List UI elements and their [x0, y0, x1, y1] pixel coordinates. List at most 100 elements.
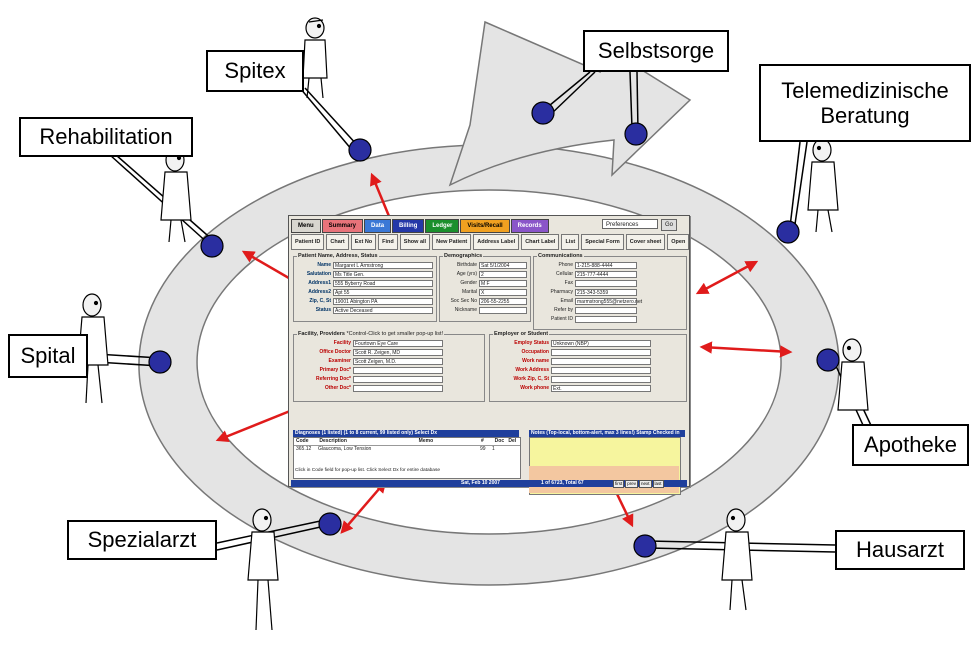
- preferences-select[interactable]: Preferences: [602, 219, 658, 229]
- demographics-section-title: Demographics: [443, 253, 484, 259]
- tab-visits-recall[interactable]: Visits/Recall: [460, 219, 510, 233]
- nav-next-button[interactable]: next: [639, 480, 652, 488]
- toolbar-cover-sheet-button[interactable]: Cover sheet: [625, 234, 666, 250]
- label-telemedizinische-beratung: Telemedizinische Beratung: [759, 64, 971, 142]
- field-input[interactable]: [353, 367, 443, 374]
- field-input[interactable]: Active Deceased: [333, 307, 433, 314]
- doctor-figure-hausarzt: [721, 508, 753, 611]
- toolbar-patient-id-button[interactable]: Patient ID: [291, 234, 325, 250]
- doctor-figure-telemed: [807, 138, 839, 233]
- tab-summary[interactable]: Summary: [321, 219, 364, 233]
- tab-ledger[interactable]: Ledger: [425, 219, 460, 233]
- status-date: Sat, Feb 10 2007: [461, 480, 500, 486]
- nav-prev-button[interactable]: prev: [625, 480, 639, 488]
- field-input[interactable]: Sat 5/1/2004: [479, 262, 527, 269]
- dx-num: 99: [480, 446, 486, 452]
- facility-title-text: Facility, Providers: [298, 331, 345, 337]
- node-rehabilitation: [200, 234, 224, 258]
- toolbar-chart-label-button[interactable]: Chart Label: [521, 234, 560, 250]
- field-label: Work Zip, C, St: [513, 376, 549, 382]
- field-label: Occupation: [521, 349, 549, 355]
- field-input[interactable]: M F: [479, 280, 527, 287]
- field-input[interactable]: 1-215-888-4444: [575, 262, 637, 269]
- doctor-figure-apotheke: [837, 338, 869, 411]
- field-label: Office Doctor: [319, 349, 351, 355]
- field-input[interactable]: 2: [479, 271, 527, 278]
- field-label: Name: [317, 262, 331, 268]
- field-label: Status: [315, 307, 331, 313]
- status-bar: Sat, Feb 10 2007 1 of 6723, Total 67 fir…: [291, 480, 687, 488]
- toolbar-special-form-button[interactable]: Special Form: [581, 234, 624, 250]
- nav-last-button[interactable]: last: [652, 480, 664, 488]
- label-rehabilitation: Rehabilitation: [19, 117, 193, 157]
- field-input[interactable]: X: [479, 289, 527, 296]
- field-input[interactable]: 215-777-4444: [575, 271, 637, 278]
- field-label: Work Address: [515, 367, 549, 373]
- tab-billing[interactable]: Billing: [392, 219, 425, 233]
- doctor-figure-spitex: [302, 17, 328, 99]
- toolbar-chart-button[interactable]: Chart: [326, 234, 349, 250]
- field-label: Cellular: [556, 271, 573, 277]
- field-input[interactable]: Fourtown Eye Care: [353, 340, 443, 347]
- nav-first-button[interactable]: first: [613, 480, 625, 488]
- field-label: Zip, C, St: [309, 298, 331, 304]
- field-input[interactable]: [353, 385, 443, 392]
- toolbar-list-button[interactable]: List: [561, 234, 580, 250]
- field-label: Referring Doc*: [315, 376, 351, 382]
- node-telemed: [776, 220, 800, 244]
- field-input[interactable]: [551, 349, 651, 356]
- field-input[interactable]: 555 Byberry Road: [333, 280, 433, 287]
- field-label: Refer by: [554, 307, 573, 313]
- field-input[interactable]: Apt 55: [333, 289, 433, 296]
- field-input[interactable]: Scott Zeigen, M.D.: [353, 358, 443, 365]
- field-label: Age (yrs): [456, 271, 477, 277]
- field-input[interactable]: [551, 367, 651, 374]
- field-input[interactable]: Ext.: [551, 385, 651, 392]
- field-input[interactable]: [575, 316, 637, 323]
- field-input[interactable]: 206-55-2255: [479, 298, 527, 305]
- field-input[interactable]: [551, 376, 651, 383]
- field-input[interactable]: 19001 Abington PA: [333, 298, 433, 305]
- tab-menu[interactable]: Menu: [291, 219, 321, 233]
- field-label: Fax: [564, 280, 573, 286]
- notes-local-area[interactable]: [529, 466, 679, 493]
- field-label: Gender: [460, 280, 477, 286]
- field-input[interactable]: Margaret L Armstrong: [333, 262, 433, 269]
- go-button[interactable]: Go: [661, 219, 677, 231]
- toolbar-address-label-button[interactable]: Address Label: [473, 234, 520, 250]
- tab-records[interactable]: Records: [510, 219, 549, 233]
- field-label: Other Doc*: [324, 385, 351, 391]
- field-input[interactable]: Unknown (NBP): [551, 340, 651, 347]
- toolbar-new-patient-button[interactable]: New Patient: [432, 234, 472, 250]
- patient-section-title: Patient Name, Address, Status: [297, 253, 379, 259]
- field-input[interactable]: [479, 307, 527, 314]
- employer-section-title: Employer or Student: [493, 331, 550, 337]
- diagnoses-header: Diagnoses (1 listed) (1 to 8 current, 99…: [293, 430, 519, 437]
- field-input[interactable]: Scott R. Zeigen, MD: [353, 349, 443, 356]
- label-selbstsorge: Selbstsorge: [583, 30, 729, 72]
- field-input[interactable]: marmstrong555@netzero.net: [575, 298, 643, 305]
- dx-column-header: Del: [508, 438, 517, 444]
- field-label: Address1: [308, 280, 331, 286]
- toolbar-show-all-button[interactable]: Show all: [399, 234, 431, 250]
- diagnosis-row[interactable]: 365.12 Glaucoma, Low Tension 99 1: [294, 446, 520, 453]
- field-input[interactable]: [575, 307, 637, 314]
- field-input[interactable]: 215-343-5359: [575, 289, 637, 296]
- tab-data[interactable]: Data: [364, 219, 392, 233]
- toolbar-find-button[interactable]: Find: [378, 234, 398, 250]
- label-spital: Spital: [8, 334, 88, 378]
- communications-panel: [533, 256, 687, 330]
- dx-doc: 1: [492, 446, 495, 452]
- field-input[interactable]: [353, 376, 443, 383]
- field-input[interactable]: Ms Title Gen.: [333, 271, 433, 278]
- toolbar-ext-no-button[interactable]: Ext No: [350, 234, 377, 250]
- field-label: Marital: [461, 289, 477, 295]
- dx-column-header: Code: [296, 438, 309, 444]
- node-spital: [148, 350, 172, 374]
- dx-description: Glaucoma, Low Tension: [318, 446, 372, 452]
- toolbar-open-button[interactable]: Open: [667, 234, 690, 250]
- field-input[interactable]: [551, 358, 651, 365]
- field-input[interactable]: [575, 280, 637, 287]
